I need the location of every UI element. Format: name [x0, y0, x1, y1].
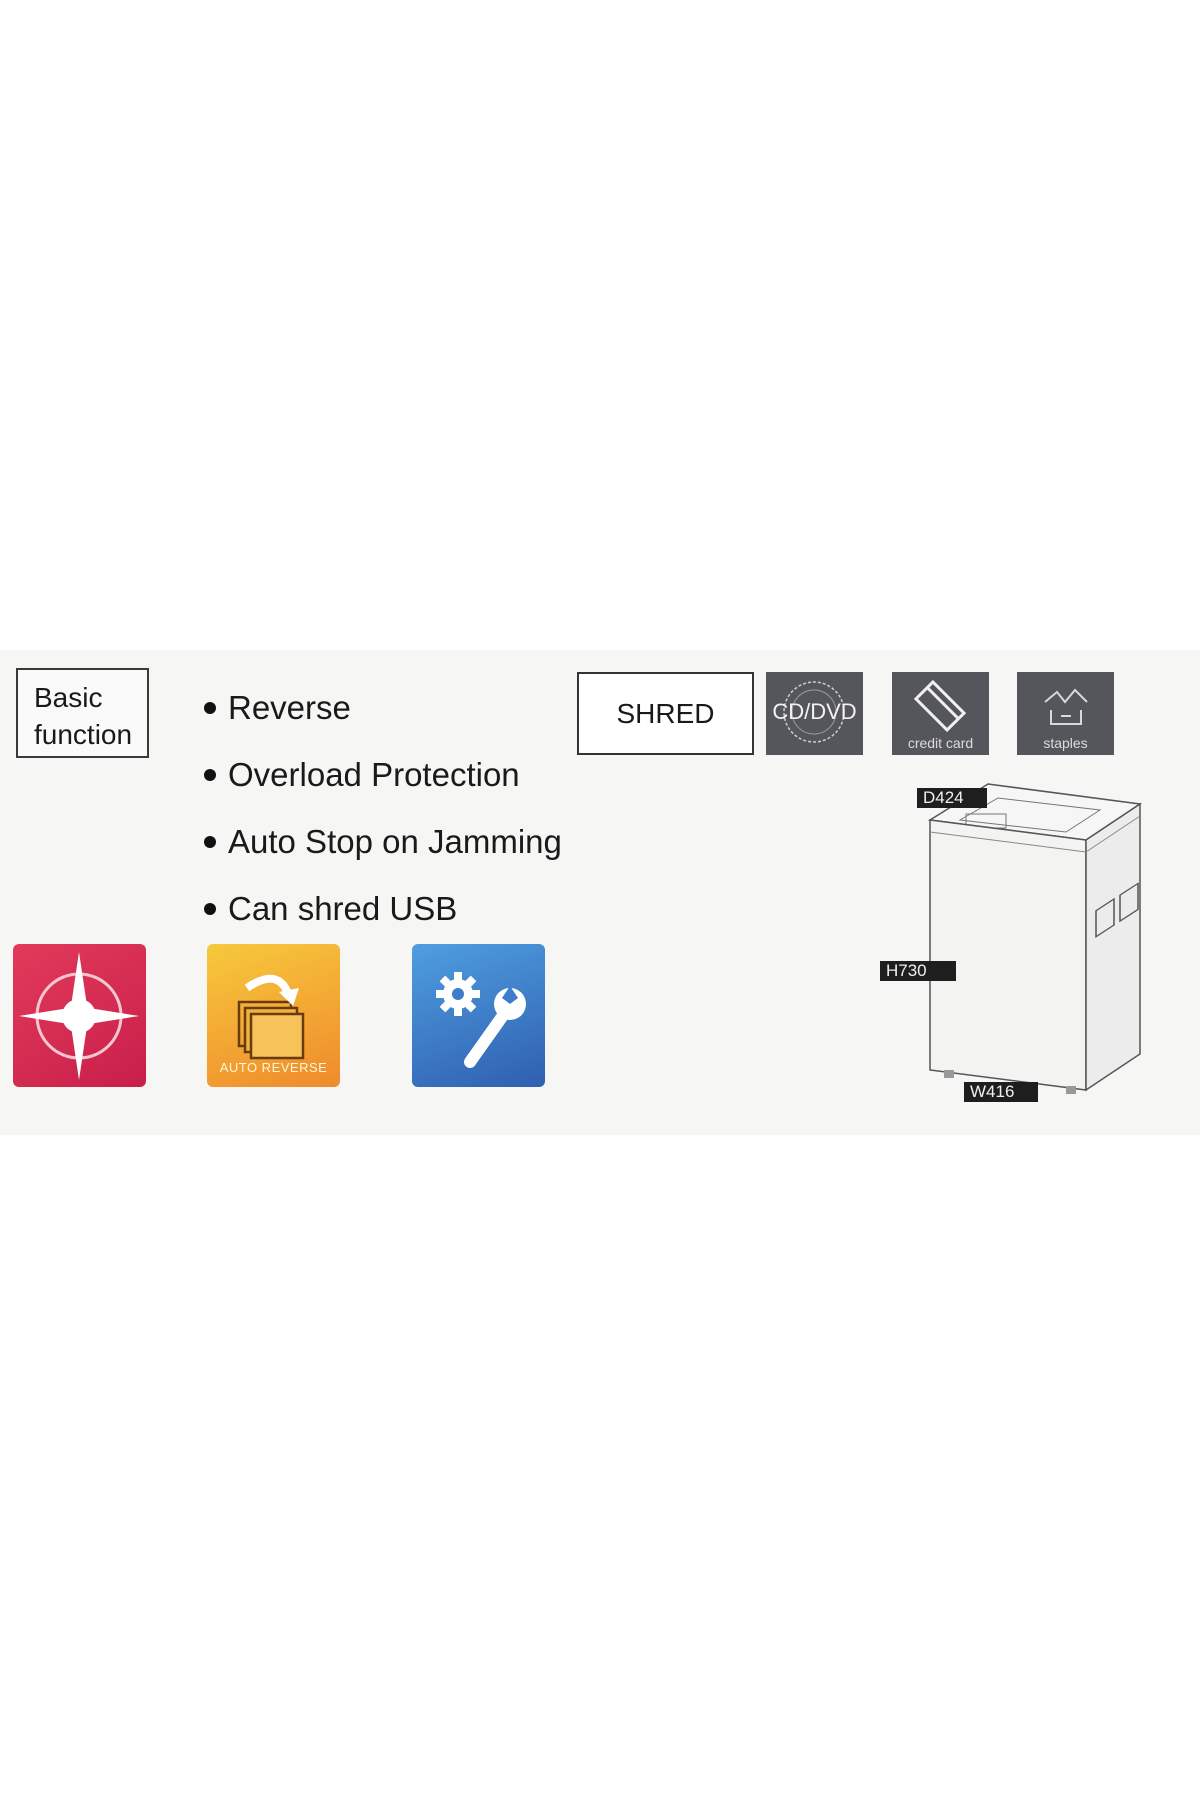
basic-function-line1: Basic	[34, 682, 103, 713]
bullet-icon	[204, 902, 216, 915]
feature-text: Can shred USB	[228, 890, 458, 927]
feature-text: Overload Protection	[228, 756, 520, 793]
feature-list: Reverse Overload Protection Auto Stop on…	[200, 688, 562, 956]
auto-reverse-label: AUTO REVERSE	[219, 1060, 328, 1075]
credit-card-tile: credit card	[892, 672, 989, 755]
maintenance-tools-icon	[412, 944, 545, 1087]
auto-reverse-icon: AUTO REVERSE	[207, 944, 340, 1087]
cd-dvd-label: CD/DVD	[772, 699, 857, 724]
feature-item: Auto Stop on Jamming	[200, 822, 562, 889]
basic-function-label: Basic function	[16, 668, 149, 758]
cd-dvd-tile: CD/DVD	[766, 672, 863, 755]
depth-dimension-label: D424	[917, 788, 987, 808]
feature-item: Reverse	[200, 688, 562, 755]
feature-item: Can shred USB	[200, 889, 562, 956]
feature-item: Overload Protection	[200, 755, 562, 822]
bullet-icon	[204, 701, 216, 714]
staples-tile: staples	[1017, 672, 1114, 755]
cd-dvd-icon	[783, 681, 845, 743]
credit-card-label: credit card	[907, 735, 974, 751]
shred-label: SHRED	[577, 672, 754, 755]
feature-text: Reverse	[228, 689, 351, 726]
bullet-icon	[204, 768, 216, 781]
staples-icon	[1044, 688, 1088, 725]
bullet-icon	[204, 835, 216, 848]
feature-text: Auto Stop on Jamming	[228, 823, 562, 860]
height-dimension-label: H730	[880, 961, 956, 981]
shredder-diagram	[927, 783, 1143, 1094]
staples-label: staples	[1043, 735, 1088, 751]
basic-function-line2: function	[34, 719, 133, 750]
credit-card-icon	[913, 679, 967, 733]
width-dimension-label: W416	[964, 1082, 1038, 1102]
overload-protection-icon	[13, 944, 146, 1087]
